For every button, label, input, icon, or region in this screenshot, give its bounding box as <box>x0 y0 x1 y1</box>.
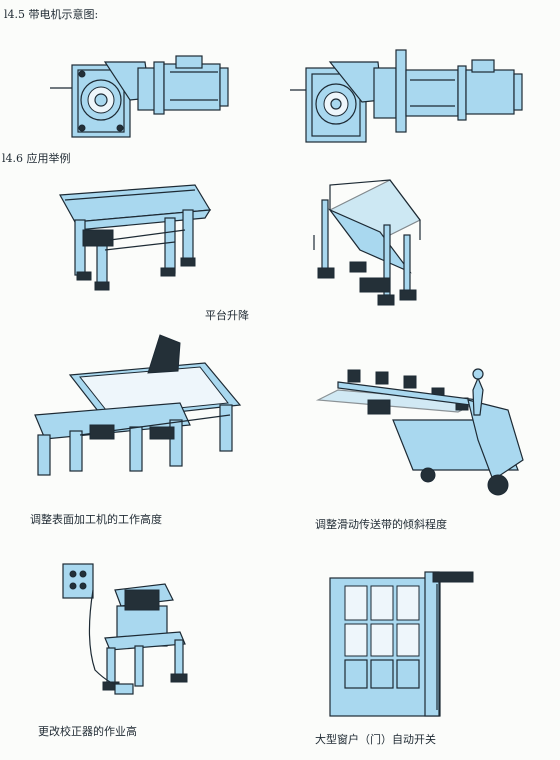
motor-gearbox-1-illustration <box>50 55 229 138</box>
lift-platform-illustration <box>59 184 212 291</box>
tilting-platform-illustration <box>313 179 421 306</box>
caption-calibrator-height: 更改校正器的作业高 <box>38 725 137 738</box>
section-title-examples: l4.6 应用举例 <box>2 152 71 165</box>
caption-window-door-auto: 大型窗户（门）自动开关 <box>315 733 436 746</box>
window-door-illustration <box>329 571 474 717</box>
calibrator-stand-illustration <box>62 563 188 695</box>
section-title-motor: l4.5 带电机示意图: <box>4 8 99 21</box>
caption-platform-lift: 平台升降 <box>205 309 249 322</box>
machine-table-illustration <box>34 334 242 476</box>
motor-gearbox-2-illustration <box>290 49 523 143</box>
caption-machine-height: 调整表面加工机的工作高度 <box>30 513 162 526</box>
caption-conveyor-tilt: 调整滑动传送带的倾斜程度 <box>315 518 447 531</box>
conveyor-truck-illustration <box>315 368 524 496</box>
